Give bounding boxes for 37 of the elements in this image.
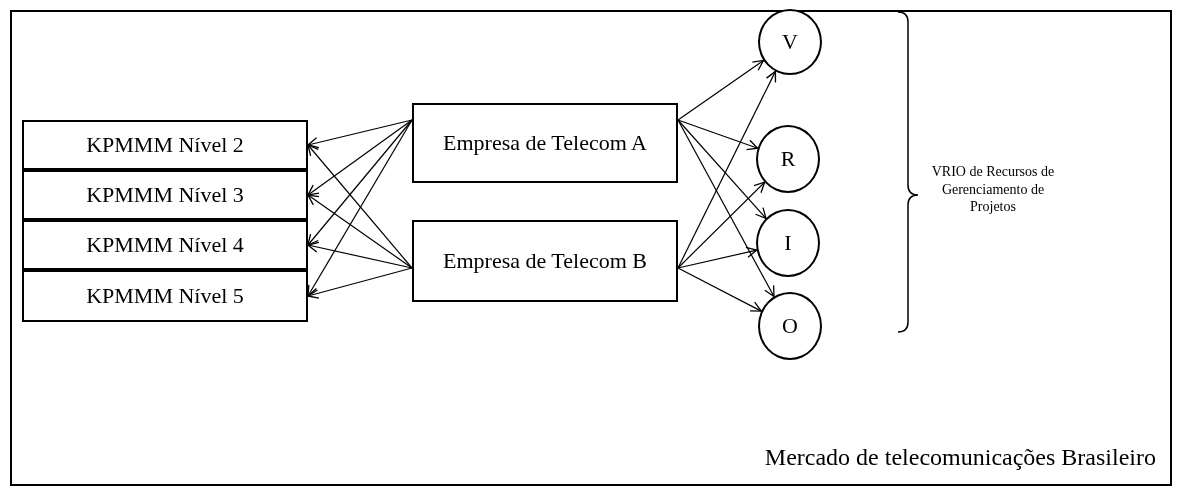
arrow [677, 119, 759, 151]
vrio-circle [756, 209, 820, 277]
process-box [22, 270, 308, 322]
box-label: Empresa de Telecom A [442, 129, 648, 157]
arrow [677, 246, 758, 269]
box-label: KPMMM Nível 3 [85, 181, 245, 209]
arrow [307, 119, 413, 297]
letter-label: I [783, 229, 793, 257]
arrow [307, 119, 413, 196]
box-label: Empresa de Telecom B [442, 247, 648, 275]
arrow [677, 181, 766, 269]
process-box [22, 170, 308, 220]
letter-label: R [779, 145, 797, 173]
arrow [307, 241, 413, 269]
arrow [307, 119, 413, 246]
market-frame [10, 10, 1172, 486]
arrow [677, 119, 775, 298]
arrow [307, 119, 413, 149]
process-box [22, 220, 308, 270]
brace-label: VRIO de Recursos de Gerenciamento de Projetos [930, 163, 1056, 216]
process-box [412, 220, 678, 302]
process-box [22, 120, 308, 170]
arrow [677, 59, 765, 121]
arrow [307, 144, 413, 269]
arrow [677, 267, 762, 312]
arrow [307, 267, 413, 299]
letter-label: V [781, 28, 799, 56]
arrow [307, 194, 413, 269]
vrio-circle [758, 9, 822, 75]
letter-label: O [781, 312, 799, 340]
box-label: KPMMM Nível 4 [85, 231, 245, 259]
box-label: KPMMM Nível 2 [85, 131, 245, 159]
process-box [412, 103, 678, 183]
market-caption: Mercado de telecomunicações Brasileiro [764, 443, 1156, 472]
arrow [677, 70, 777, 269]
box-label: KPMMM Nível 5 [85, 282, 245, 310]
arrow [677, 119, 767, 219]
